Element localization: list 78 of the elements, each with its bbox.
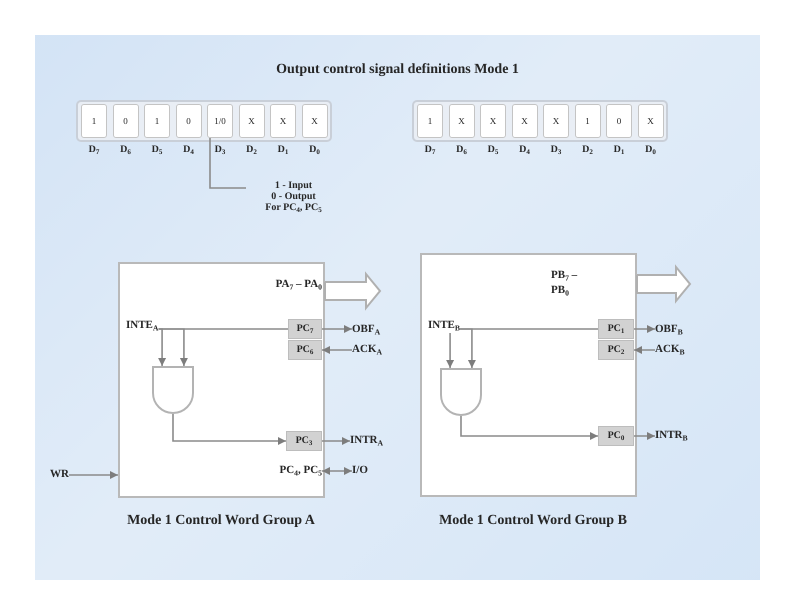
- bit-cell: X: [448, 104, 474, 138]
- bit-cell: 1: [81, 104, 107, 138]
- bit-label: D$_{0}$: [309, 144, 320, 156]
- double-arrow: [322, 467, 352, 475]
- bit-label: D$_{6}$: [120, 144, 131, 156]
- signal-label: ACK$_{B}$: [655, 342, 685, 357]
- leader-line: [209, 138, 246, 189]
- arrow: [158, 328, 166, 366]
- arrow: [322, 346, 352, 354]
- signal-label: WR: [50, 467, 69, 482]
- bit-cell: X: [480, 104, 506, 138]
- bit-label: D$_{7}$: [88, 144, 100, 156]
- bit-cell: 0: [606, 104, 632, 138]
- signal-label: OBF$_{B}$: [655, 322, 683, 337]
- pin-tag: PC$_{6}$: [288, 340, 322, 360]
- bus-arrow: [324, 271, 382, 311]
- figure-caption: Mode 1 Control Word Group A: [126, 512, 316, 530]
- slide-title: Output control signal definitions Mode 1: [275, 61, 520, 79]
- interrupt-enable-label: INTE$_{A}$: [126, 318, 158, 333]
- port-block: [118, 262, 325, 498]
- pin-label: PC$_{4}$, PC$_{5}$: [279, 463, 322, 478]
- bit-label: D$_{0}$: [645, 144, 656, 156]
- pin-tag: PC$_{7}$: [288, 319, 322, 339]
- signal-label: OBF$_{A}$: [352, 322, 380, 337]
- bit-cell: 1: [144, 104, 170, 138]
- bus-arrow: [636, 264, 692, 304]
- signal-label: INTR$_{B}$: [655, 428, 688, 443]
- arrow: [68, 471, 118, 479]
- interrupt-enable-label: INTE$_{B}$: [428, 318, 460, 333]
- bit-label: D$_{4}$: [183, 144, 194, 156]
- io-mode-note: 1 - Input 0 - Output For PC$_{4}$, PC$_{5}$: [246, 180, 341, 216]
- bit-label: D$_{2}$: [246, 144, 257, 156]
- bit-cell: 1: [417, 104, 443, 138]
- bit-label: D$_{5}$: [488, 144, 498, 156]
- signal-label: I/O: [352, 463, 368, 478]
- bit-cell: 1: [574, 104, 600, 138]
- bit-cell: 0: [176, 104, 202, 138]
- bit-label: D$_{1}$: [614, 144, 624, 156]
- bit-label: D$_{4}$: [519, 144, 530, 156]
- bit-cell: 1/0: [207, 104, 233, 138]
- bit-cell: X: [302, 104, 328, 138]
- bus-label: PB$_{7}$ – PB$_{0}$: [551, 268, 578, 298]
- bit-cell: X: [543, 104, 569, 138]
- bit-label: D$_{7}$: [424, 144, 436, 156]
- arrow: [460, 328, 476, 368]
- and-gate: [152, 366, 194, 414]
- pin-tag: PC$_{1}$: [598, 319, 634, 339]
- bus-label: PA$_{7}$ – PA$_{0}$: [276, 277, 322, 292]
- bit-label: D$_{1}$: [278, 144, 288, 156]
- pin-tag: PC$_{3}$: [286, 431, 322, 451]
- register-frame: [76, 100, 332, 142]
- and-gate: [440, 368, 482, 416]
- bit-cell: 0: [112, 104, 138, 138]
- bit-cell: X: [638, 104, 664, 138]
- bit-label: D$_{3}$: [550, 144, 562, 156]
- bit-cell: X: [270, 104, 296, 138]
- signal-label: INTR$_{A}$: [350, 433, 384, 448]
- arrow: [446, 333, 454, 368]
- figure-caption: Mode 1 Control Word Group B: [438, 512, 628, 530]
- bit-label: D$_{3}$: [214, 144, 226, 156]
- bit-label: D$_{2}$: [582, 144, 593, 156]
- signal-label: ACK$_{A}$: [352, 342, 382, 357]
- register-frame: [412, 100, 668, 142]
- arrow: [634, 346, 655, 354]
- bit-cell: X: [512, 104, 538, 138]
- arrow: [634, 325, 655, 333]
- arrow: [158, 328, 188, 366]
- arrow: [634, 432, 655, 440]
- arrow: [322, 437, 350, 445]
- arrow: [460, 416, 598, 440]
- pin-tag: PC$_{0}$: [598, 426, 634, 446]
- port-block: [420, 253, 637, 497]
- arrow: [322, 325, 352, 333]
- arrow: [172, 414, 286, 445]
- bit-label: D$_{5}$: [152, 144, 162, 156]
- pin-tag: PC$_{2}$: [598, 340, 634, 360]
- bit-label: D$_{6}$: [456, 144, 467, 156]
- bit-cell: X: [238, 104, 264, 138]
